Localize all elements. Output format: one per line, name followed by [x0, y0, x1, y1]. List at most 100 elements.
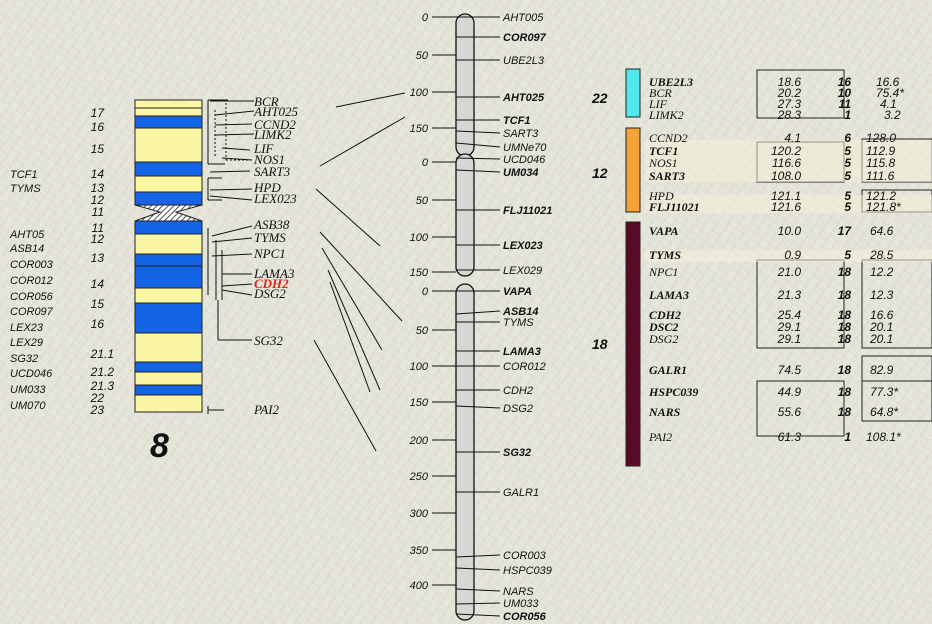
- group-label: 12: [592, 165, 608, 181]
- gene-name: GALR1: [649, 363, 687, 377]
- group-bar-12: [626, 128, 640, 212]
- map-marker: SART3: [503, 128, 539, 140]
- linkage-map: 0 50 100 150 0 50 100 150 0 50 100 150 2…: [409, 12, 553, 623]
- gene-name: TYMS: [649, 248, 681, 262]
- map-marker: COR056: [503, 611, 547, 623]
- chromosome-value: 6: [844, 131, 851, 145]
- group-bar-22: [626, 69, 640, 117]
- map-marker: GALR1: [503, 487, 539, 499]
- scale-label: 50: [416, 325, 429, 337]
- band-p22: [135, 116, 202, 128]
- chromosome-value: 18: [838, 265, 852, 279]
- left-marker: UM070: [10, 400, 46, 412]
- value-1: 61.3: [778, 430, 802, 444]
- ideogram-marker: NPC1: [253, 246, 286, 261]
- scale-label: 100: [410, 87, 429, 99]
- value-1: 0.9: [784, 248, 801, 262]
- map-marker: LEX029: [503, 265, 542, 277]
- chromosome-value: 1: [844, 430, 851, 444]
- left-marker: TCF1: [10, 169, 38, 181]
- alignment-connectors: [314, 93, 405, 451]
- map-marker: TCF1: [503, 115, 531, 127]
- value-1: 10.0: [778, 224, 802, 238]
- left-marker: LEX29: [10, 337, 43, 349]
- chromosome-value: 18: [838, 288, 852, 302]
- band-p23: [135, 100, 202, 108]
- gene-name: LAMA3: [648, 288, 689, 302]
- scale-label: 150: [410, 397, 429, 409]
- left-marker: AHT05: [9, 229, 45, 241]
- band-number: 17: [91, 106, 106, 120]
- chromosome-value: 5: [844, 169, 851, 183]
- band-number: 15: [91, 142, 105, 156]
- chromosome-value: 17: [838, 224, 853, 238]
- chromosome-value: 5: [844, 156, 851, 170]
- group-label: 18: [592, 336, 608, 352]
- scale-label: 200: [409, 435, 429, 447]
- scale-label: 0: [422, 157, 429, 169]
- band-number: 23: [90, 403, 105, 417]
- comparative-table: 22 12 18 UBE2L3 18.6 16 16.6: [591, 69, 932, 466]
- map-marker: LAMA3: [503, 346, 541, 358]
- gene-name: PAI2: [648, 430, 672, 444]
- value-2: 121.8*: [866, 200, 901, 214]
- band-q11: [135, 221, 202, 234]
- band-number: 15: [91, 297, 105, 311]
- value-1: 55.6: [778, 405, 802, 419]
- gene-name: LIMK2: [648, 108, 684, 122]
- group-bar-18: [626, 222, 640, 466]
- linkage-group-2: [456, 154, 474, 276]
- chromosome-value: 1: [844, 108, 851, 122]
- value-1: 21.3: [777, 288, 802, 302]
- value-2: 28.5: [869, 248, 894, 262]
- left-marker: ASB14: [9, 243, 44, 255]
- scale-label: 150: [410, 267, 429, 279]
- value-2: 128.0: [866, 131, 896, 145]
- chromosome-value: 18: [838, 405, 852, 419]
- left-marker: LEX23: [10, 322, 44, 334]
- map-marker: UMNe70: [503, 142, 547, 154]
- map-marker: NARS: [503, 586, 534, 598]
- map-marker: UCD046: [503, 154, 546, 166]
- chromosome-number: 8: [150, 427, 169, 465]
- map-marker: COR012: [503, 361, 546, 373]
- value-2: 111.6: [866, 169, 895, 183]
- left-marker: SG32: [10, 353, 38, 365]
- value-1: 108.0: [771, 169, 801, 183]
- band-number: 21.1: [90, 347, 114, 361]
- chromosome-value: 5: [844, 248, 851, 262]
- gene-name: CCND2: [649, 131, 688, 145]
- scale-label: 100: [410, 361, 429, 373]
- value-1: 121.6: [771, 200, 801, 214]
- band-q22: [135, 385, 202, 395]
- gene-name: NARS: [648, 405, 681, 419]
- centromere: [135, 205, 202, 221]
- value-2: 20.1: [869, 332, 893, 346]
- scale-label: 400: [410, 580, 429, 592]
- map-marker: LEX023: [503, 240, 543, 252]
- band-number: 12: [91, 232, 105, 246]
- band-q14: [135, 266, 202, 288]
- value-2: 64.8*: [870, 405, 898, 419]
- scale-label: 150: [410, 123, 429, 135]
- band-number: 14: [91, 277, 105, 291]
- ideogram-marker: LIMK2: [253, 127, 292, 142]
- map-marker: AHT005: [502, 12, 544, 24]
- value-1: 74.5: [778, 363, 802, 377]
- value-1: 21.0: [777, 265, 802, 279]
- value-2: 115.8: [866, 156, 895, 170]
- scale-label: 250: [409, 471, 429, 483]
- scale-label: 50: [416, 50, 429, 62]
- ideogram-marker: DSG2: [253, 286, 286, 301]
- map-scale-ticks: [432, 17, 456, 585]
- map-marker: UBE2L3: [503, 55, 545, 67]
- ideogram-marker: TYMS: [254, 230, 286, 245]
- value-1: 44.9: [778, 385, 802, 399]
- band-p12: [135, 162, 202, 176]
- chromosome-value: 18: [838, 385, 852, 399]
- ideogram-marker: SG32: [254, 333, 283, 348]
- group-label: 22: [591, 90, 608, 106]
- left-marker: COR012: [10, 275, 53, 287]
